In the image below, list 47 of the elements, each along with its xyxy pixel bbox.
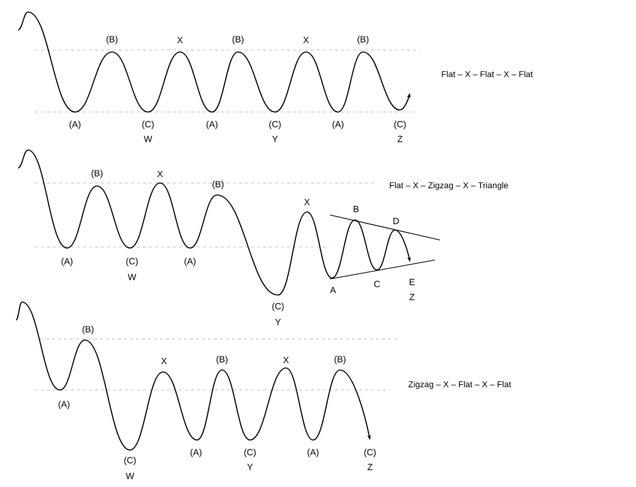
wave-label: W bbox=[144, 136, 152, 142]
wave-label: Z bbox=[368, 464, 372, 470]
wave-label: (B) bbox=[106, 36, 118, 44]
wave-label: (C) bbox=[394, 120, 406, 130]
wave-label: B bbox=[354, 206, 359, 212]
wave-label: X bbox=[304, 198, 310, 206]
wave-label: A bbox=[330, 286, 336, 294]
wave-label: (C) bbox=[142, 120, 154, 130]
wave-label: (B) bbox=[82, 326, 94, 334]
wave-label: (A) bbox=[62, 258, 72, 266]
pattern-label: Flat – X – Zigzag – X – Triangle bbox=[390, 182, 508, 190]
wave-label: W bbox=[126, 472, 134, 480]
wave-label: E bbox=[410, 278, 415, 286]
wave-label: (A) bbox=[190, 448, 202, 458]
wave-label: (C) bbox=[126, 258, 138, 266]
wave-label: D bbox=[394, 218, 399, 224]
wave-label: Y bbox=[272, 136, 278, 142]
wave-label: (A) bbox=[308, 448, 318, 458]
wave-label: (B) bbox=[92, 170, 102, 178]
wave-label: (B) bbox=[334, 356, 346, 364]
wave-label: C bbox=[374, 280, 380, 288]
wave-label: (A) bbox=[184, 258, 196, 266]
wave-label: W bbox=[128, 274, 136, 280]
wave-label: X bbox=[161, 358, 167, 364]
wave-label: Y bbox=[247, 464, 253, 470]
wave-label: X bbox=[177, 36, 183, 44]
wave-label: (B) bbox=[232, 36, 244, 44]
wave-label: (A) bbox=[58, 400, 70, 410]
wave-label: Y bbox=[275, 318, 281, 326]
wave-label: (C) bbox=[364, 448, 376, 458]
wave-label: (C) bbox=[272, 302, 284, 312]
wave-label: (B) bbox=[358, 36, 368, 44]
wave-label: (A) bbox=[70, 120, 80, 130]
wave-label: X bbox=[283, 356, 289, 364]
pattern-label: Flat – X – Flat – X – Flat bbox=[442, 70, 533, 78]
wave-label: X bbox=[157, 170, 163, 178]
wave-label: X bbox=[303, 36, 309, 44]
wave-label: (C) bbox=[124, 456, 136, 466]
wave-label: (A) bbox=[206, 120, 218, 130]
wave-label: (B) bbox=[216, 356, 228, 364]
wave-label: (C) bbox=[244, 448, 256, 458]
pattern-label: Zigzag – X – Flat – X – Flat bbox=[408, 381, 512, 389]
wave-label: Z bbox=[398, 136, 402, 142]
wave-label: (C) bbox=[269, 120, 281, 130]
wave-label: (B) bbox=[212, 180, 224, 190]
wave-label: (A) bbox=[332, 120, 344, 130]
wave-label: Z bbox=[410, 294, 414, 300]
